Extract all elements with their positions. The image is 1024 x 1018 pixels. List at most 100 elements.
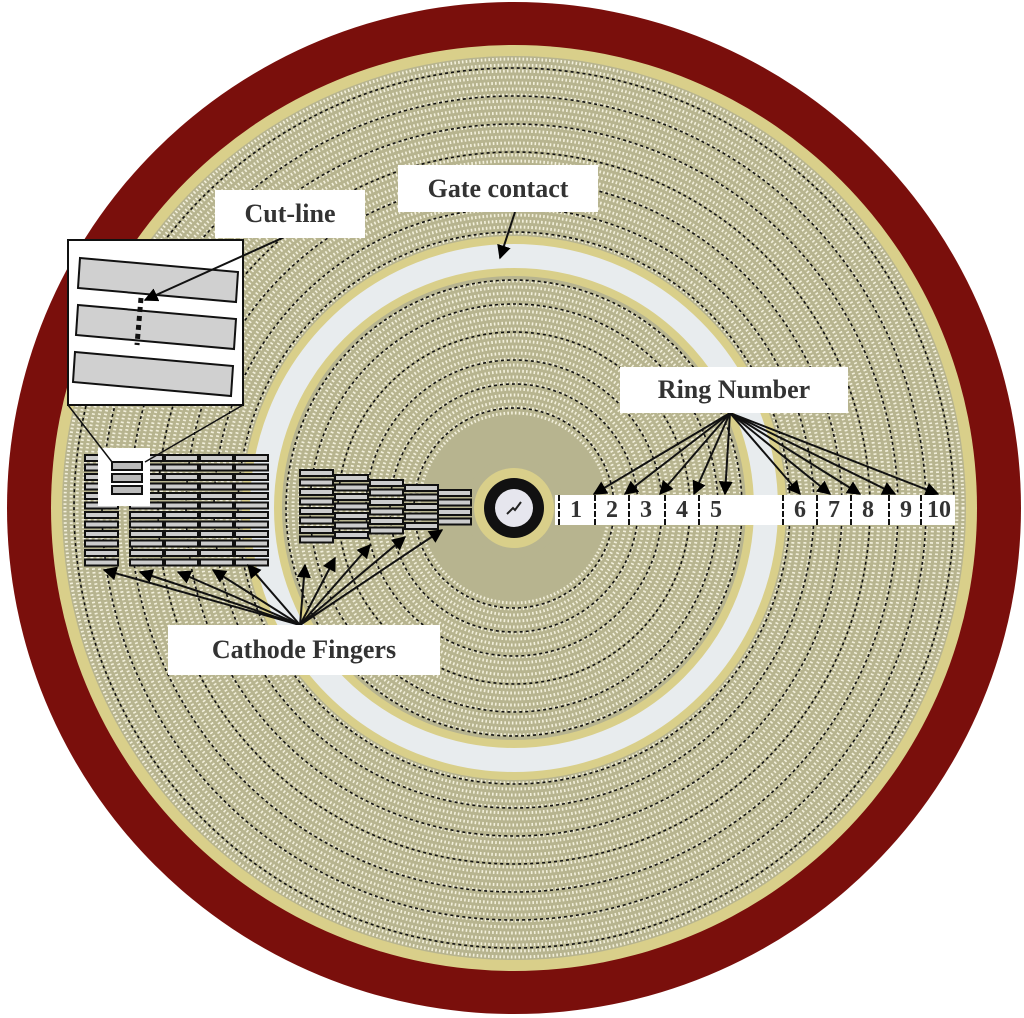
ring-number-7: 7 (816, 495, 850, 525)
gate-contact-arrow (497, 211, 516, 260)
zoomed-finger (111, 473, 143, 483)
cathode-finger (369, 507, 404, 516)
cathode-finger (199, 539, 234, 548)
cathode-finger (129, 530, 164, 538)
ring-number-arrow (729, 412, 897, 495)
cathode-finger (84, 558, 119, 567)
ring-number-10: 10 (920, 495, 956, 525)
cathode-finger-band (69, 63, 959, 953)
ring-number-arrow (659, 412, 731, 496)
cathode-finger (369, 479, 404, 487)
cathode-finger (164, 511, 199, 519)
cathode-finger (199, 454, 234, 462)
ring-number-6: 6 (782, 495, 816, 525)
cathode-finger (164, 492, 199, 500)
cathode-finger (84, 539, 119, 548)
ring-number-5: 5 (698, 495, 732, 525)
cathode-finger (164, 558, 199, 567)
cathode-finger (199, 520, 234, 529)
cathode-finger (234, 558, 269, 567)
inset-connector (67, 404, 113, 463)
cathode-fingers-label: Cathode Fingers (168, 625, 440, 675)
cathode-finger (299, 488, 334, 496)
cathode-finger (234, 511, 269, 519)
cathode-finger (334, 474, 369, 482)
cathode-finger (199, 558, 234, 567)
ring-number-arrow (729, 412, 940, 496)
gate-contact-label: Gate contact (398, 165, 598, 212)
ring-number-arrow (692, 412, 731, 496)
cathode-finger (164, 463, 199, 472)
cathode-finger (234, 549, 269, 557)
cathode-finger (164, 473, 199, 481)
cathode-finger (199, 473, 234, 481)
cathode-finger (234, 520, 269, 529)
cathode-finger (334, 493, 369, 501)
cathode-finger (129, 520, 164, 529)
cut-line-label: Cut-line (215, 190, 365, 238)
ring-number-2: 2 (594, 495, 628, 525)
cathode-finger (164, 482, 199, 491)
cathode-finger (234, 530, 269, 538)
ring-number-arrow (718, 412, 733, 496)
cathode-finger (369, 498, 404, 506)
ring-number-arrow (729, 412, 832, 495)
ring-number-4: 4 (664, 495, 698, 525)
cathode-finger (437, 508, 472, 516)
cathode-finger (334, 483, 369, 492)
cathode-finger (199, 549, 234, 557)
cathode-finger-arrow (299, 529, 444, 626)
cathode-finger (199, 501, 234, 510)
ring-number-1: 1 (558, 495, 592, 525)
cathode-finger (404, 512, 439, 521)
cathode-finger (404, 484, 439, 492)
cathode-finger (299, 469, 334, 477)
ring-number-arrow (592, 412, 731, 495)
ring-number-arrow (729, 412, 801, 496)
cathode-finger-arrow (299, 536, 407, 626)
cathode-finger (299, 507, 334, 515)
zoomed-finger (111, 461, 143, 471)
cut-line-marker (134, 297, 144, 346)
zoomed-finger (111, 485, 143, 495)
cathode-finger (234, 473, 269, 481)
cathode-finger (234, 539, 269, 548)
cathode-finger (164, 454, 199, 462)
cathode-finger (234, 492, 269, 500)
inset-finger (74, 303, 238, 351)
cathode-finger (334, 512, 369, 520)
cathode-finger (164, 501, 199, 510)
cathode-finger (84, 549, 119, 557)
cathode-finger (234, 482, 269, 491)
cathode-finger (334, 531, 369, 539)
cathode-finger (84, 520, 119, 529)
cathode-finger (84, 511, 119, 519)
cathode-finger (164, 549, 199, 557)
cathode-finger (437, 489, 472, 497)
cathode-finger (404, 493, 439, 502)
cathode-finger (437, 517, 472, 526)
cathode-finger (199, 463, 234, 472)
cathode-finger (437, 498, 472, 507)
cathode-finger (369, 488, 404, 497)
cathode-finger (404, 503, 439, 511)
cathode-finger-band (63, 57, 965, 959)
cathode-finger (234, 463, 269, 472)
cathode-finger (199, 492, 234, 500)
cathode-finger (129, 539, 164, 548)
inset-finger (71, 350, 235, 398)
cathode-finger (334, 521, 369, 530)
ring-number-arrow (623, 412, 731, 495)
ring-number-9: 9 (888, 495, 922, 525)
cathode-finger (84, 530, 119, 538)
cathode-finger (164, 520, 199, 529)
cathode-finger (129, 511, 164, 519)
cathode-finger-arrow (102, 566, 301, 626)
inset-finger (76, 256, 240, 304)
cathode-finger (164, 539, 199, 548)
cathode-finger (369, 517, 404, 525)
cathode-finger-arrow (247, 563, 301, 626)
cathode-finger (199, 482, 234, 491)
cathode-finger (129, 549, 164, 557)
